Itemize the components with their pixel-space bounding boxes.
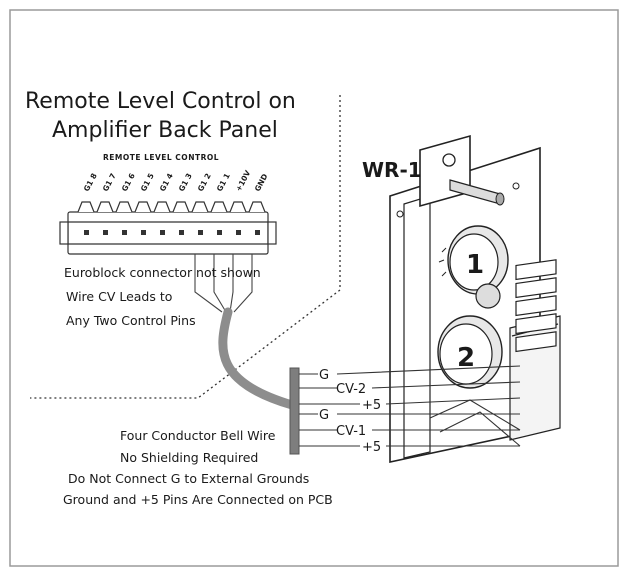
- pin-label: +10V: [234, 169, 253, 193]
- bell-wire-line3: Do Not Connect G to External Grounds: [68, 471, 309, 486]
- pin-labels: G1 8 G1 7 G1 6 G1 5 G1 4 G1 3 G1 2 G1 1 …: [82, 169, 270, 193]
- note-line2: Wire CV Leads to: [66, 289, 172, 304]
- terminal-block: [59, 201, 277, 255]
- pin-label: G1 6: [120, 172, 137, 193]
- pin-label: G1 5: [139, 172, 156, 193]
- note-line1: Euroblock connector not shown: [64, 265, 261, 280]
- knob-2-label: 2: [457, 343, 475, 373]
- signal-wires: [299, 365, 521, 447]
- panel-title-line1: Remote Level Control on: [25, 89, 296, 114]
- wire-label: CV-2: [336, 382, 366, 397]
- wire-label: +5: [362, 440, 381, 455]
- cable-bundle: [218, 307, 297, 410]
- wire-label: +5: [362, 398, 381, 413]
- cable-clamp: [289, 367, 300, 455]
- pin-label: G1 7: [101, 172, 118, 193]
- pin-label: GND: [253, 172, 270, 193]
- wr1-device: 1 2: [389, 134, 561, 463]
- pin-label: G1 2: [196, 172, 213, 193]
- bell-wire-line2: No Shielding Required: [120, 450, 258, 465]
- bell-wire-line4: Ground and +5 Pins Are Connected on PCB: [63, 492, 333, 507]
- pin-label: G1 3: [177, 172, 194, 193]
- knob-1-label: 1: [466, 250, 484, 280]
- pin-label: G1 1: [215, 172, 232, 193]
- knob-1: 1: [438, 225, 509, 295]
- device-name: WR-1: [362, 158, 422, 182]
- pin-wires: [194, 254, 253, 313]
- outer-frame: [9, 9, 619, 567]
- bell-wire-line1: Four Conductor Bell Wire: [120, 428, 276, 443]
- middle-pot: [475, 283, 501, 309]
- connector-label: REMOTE LEVEL CONTROL: [103, 153, 219, 162]
- pin-label: G1 8: [82, 172, 99, 193]
- wire-label: G: [319, 408, 329, 423]
- note-line3: Any Two Control Pins: [66, 313, 196, 328]
- wire-label: G: [319, 368, 329, 383]
- wire-label: CV-1: [336, 424, 366, 439]
- pin-label: G1 4: [158, 172, 175, 193]
- knob-2: 2: [437, 315, 503, 389]
- wr1-terminal-strip: [509, 259, 561, 441]
- panel-title-line2: Amplifier Back Panel: [52, 118, 278, 143]
